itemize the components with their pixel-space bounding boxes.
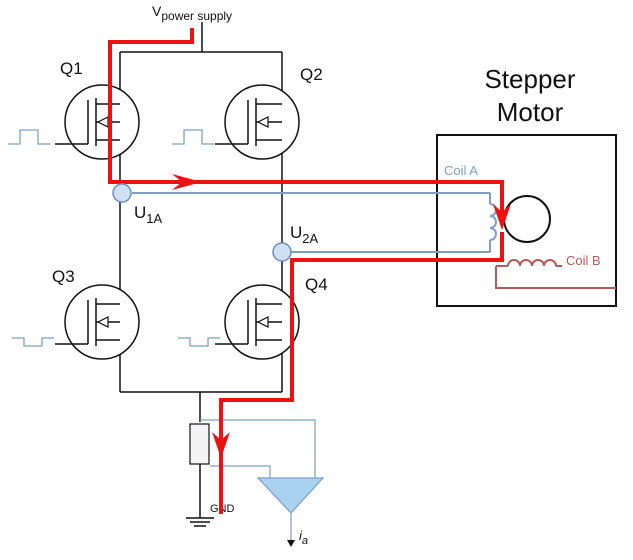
q1-gate-pulse <box>8 129 50 145</box>
amplifier-triangle <box>256 477 325 514</box>
u2a-label: U2A <box>290 223 319 246</box>
shunt-resistor <box>189 423 210 465</box>
sense-circuit: GND ia <box>189 419 325 547</box>
coil-a-wiring <box>132 192 497 253</box>
current-path <box>108 28 504 514</box>
coil-a-label: Coil A <box>444 163 478 178</box>
q4-gate-pulse <box>178 337 220 347</box>
q4-label: Q4 <box>305 275 328 294</box>
ia-label: ia <box>299 528 308 547</box>
u1a-label: U1A <box>134 203 163 226</box>
current-arrow-down-ground <box>212 432 230 458</box>
current-arrow-right <box>172 174 202 190</box>
ia-arrow-head <box>287 540 295 547</box>
transistor-q1: Q1 <box>55 59 140 160</box>
q1-label: Q1 <box>60 59 83 78</box>
coil-b-label: Coil B <box>566 253 601 268</box>
rotor <box>503 195 551 243</box>
motor-title-line2: Motor <box>497 97 564 127</box>
transistor-q2: Q2 <box>215 65 323 160</box>
node-u1a <box>112 183 132 203</box>
q2-gate-pulse <box>172 129 214 145</box>
coil-b-wiring <box>495 259 616 289</box>
gate-pulses <box>8 129 220 347</box>
transistor-q4: Q4 <box>215 275 328 360</box>
current-arrow-down-coil <box>493 204 511 230</box>
stepper-motor: Stepper Motor Coil A Coil B <box>436 64 617 307</box>
q3-gate-pulse <box>12 337 54 347</box>
q2-label: Q2 <box>300 65 323 84</box>
node-u2a <box>272 242 292 262</box>
vsupply-label: Vpower supply <box>152 3 232 23</box>
motor-title-line1: Stepper <box>484 64 575 94</box>
transistor-q3: Q3 <box>52 267 140 360</box>
q3-label: Q3 <box>52 267 75 286</box>
